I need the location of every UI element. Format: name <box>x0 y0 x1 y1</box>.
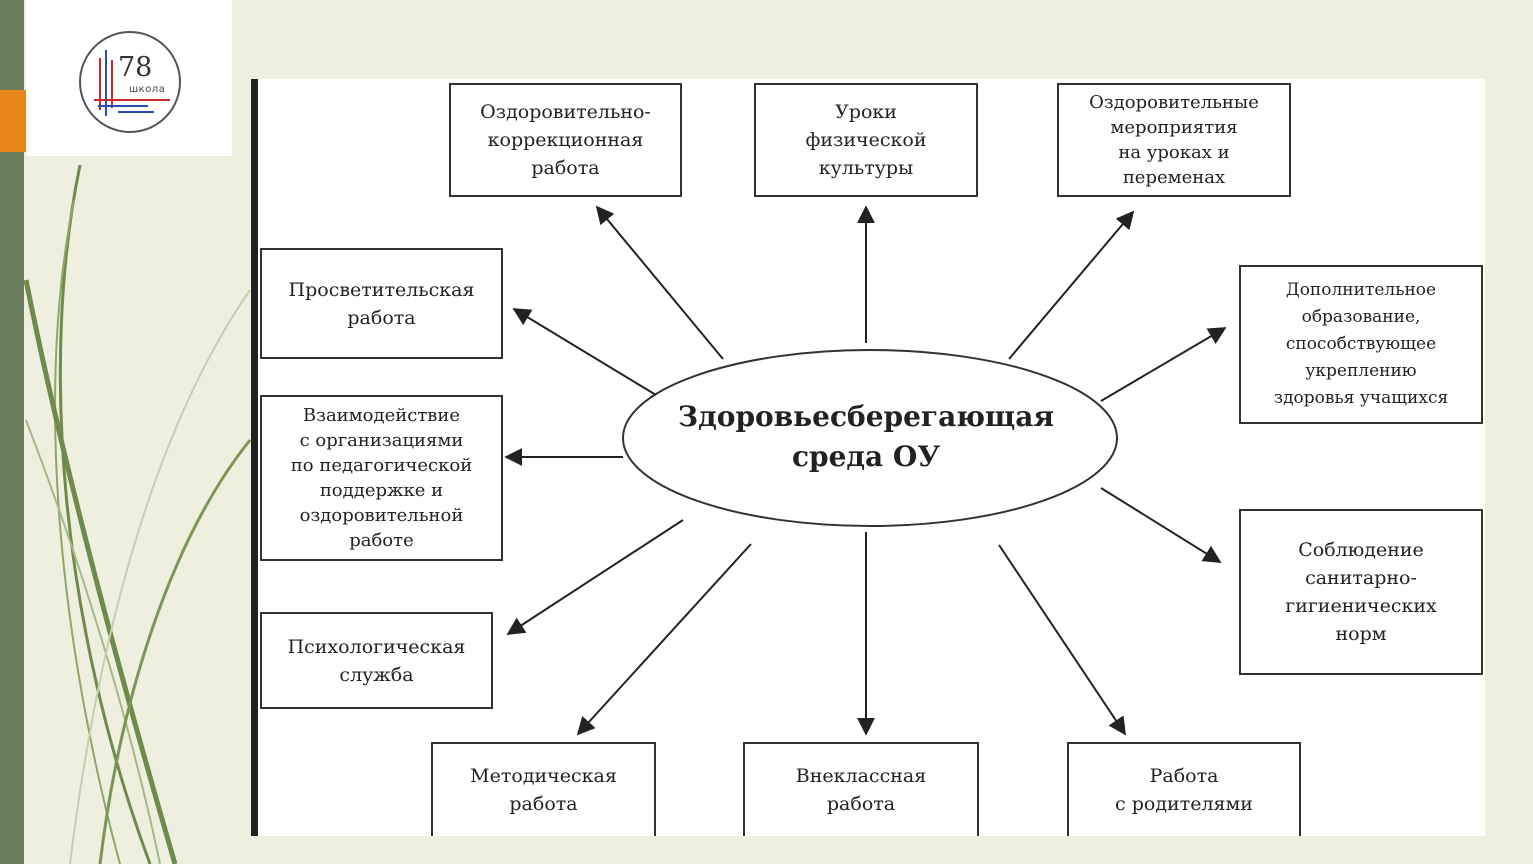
arrow-right-upper <box>1100 327 1227 402</box>
node-sanitary-norms: Соблюдение санитарно- гигиенических норм <box>1239 509 1483 675</box>
node-psychological-service: Психологическая служба <box>260 612 493 709</box>
arrow-left-upper <box>512 308 657 396</box>
arrow-top-left <box>595 205 724 360</box>
node-cooperation-organizations: Взаимодействие с организациями по педаго… <box>260 395 503 561</box>
decorative-swoosh-lines <box>23 164 252 864</box>
diagram-connectors <box>251 79 1227 836</box>
diagram-canvas: Здоровьесберегающая среда ОУ Оздоровител… <box>251 79 1485 836</box>
arrow-left-lower <box>506 519 684 635</box>
node-methodical-work: Методическая работа <box>431 742 656 836</box>
logo-number: 78 <box>118 52 153 83</box>
node-additional-education: Дополнительное образование, способствующ… <box>1239 265 1483 424</box>
school-logo <box>79 31 181 133</box>
logo-word: школа <box>129 84 166 95</box>
node-work-with-parents: Работа с родителями <box>1067 742 1301 836</box>
node-health-activities-lessons: Оздоровительные мероприятия на уроках и … <box>1057 83 1291 197</box>
node-extracurricular-work: Внеклассная работа <box>743 742 979 836</box>
node-physical-education: Уроки физической культуры <box>754 83 978 197</box>
node-health-correction-work: Оздоровительно- коррекционная работа <box>449 83 682 197</box>
node-educational-work: Просветительская работа <box>260 248 503 359</box>
center-ellipse <box>622 349 1118 527</box>
arrows <box>504 205 1227 736</box>
diagram-left-edge <box>251 79 258 836</box>
center-label: Здоровьесберегающая среда ОУ <box>677 400 1055 473</box>
arrow-right-lower <box>1100 487 1222 563</box>
arrow-top-right <box>1008 210 1135 360</box>
arrow-bottom-left <box>576 543 752 736</box>
arrow-bottom-right <box>998 544 1126 736</box>
orange-accent-tab <box>0 90 26 152</box>
